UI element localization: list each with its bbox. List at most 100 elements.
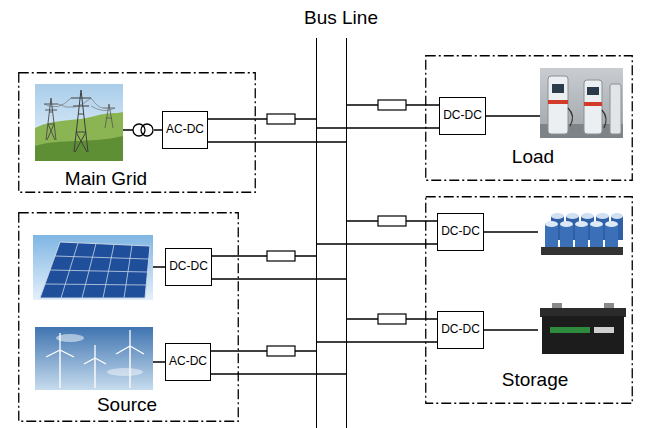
group-box: Source DC-DC AC-DC xyxy=(18,212,239,422)
supercapacitor-picture-part xyxy=(611,213,623,219)
charging-station-picture-part xyxy=(584,102,602,106)
wind-turbine-picture xyxy=(35,327,153,390)
converter-box: DC-DC xyxy=(437,311,484,349)
supercapacitor-picture-part xyxy=(560,224,573,248)
charging-station-picture-part xyxy=(610,84,621,134)
converter-box: AC-DC xyxy=(165,343,211,381)
bus-connection xyxy=(208,118,316,120)
solar-panel-picture-part xyxy=(45,243,149,298)
solar-panel-picture-part xyxy=(33,235,153,300)
charging-station-picture xyxy=(540,68,623,138)
group-box: Load DC-DC xyxy=(425,55,633,181)
bus-wire xyxy=(317,127,439,129)
group-box: Main Grid AC-DC xyxy=(18,72,256,193)
bus-wire xyxy=(212,278,346,280)
converter-label: AC-DC xyxy=(166,123,204,137)
supercapacitor-picture-part xyxy=(575,224,588,248)
transmission-tower-picture xyxy=(35,84,123,161)
supercapacitor-picture-part xyxy=(590,221,603,227)
device-wire xyxy=(484,231,538,233)
supercapacitor-picture-part xyxy=(596,213,609,219)
bus-wire xyxy=(208,141,346,143)
bus-connection xyxy=(212,255,316,257)
transformer-symbol xyxy=(123,124,153,136)
group-outline-line xyxy=(19,213,239,422)
converter-label: DC-DC xyxy=(441,323,480,337)
group-label: Main Grid xyxy=(65,168,147,190)
solar-panel-picture xyxy=(33,235,153,300)
supercapacitor-picture-part xyxy=(545,224,558,248)
bus-connection xyxy=(211,350,316,352)
transformer-symbol-part xyxy=(123,129,133,131)
charging-station-picture-part xyxy=(584,80,602,134)
device-wire xyxy=(153,266,165,268)
device-wire xyxy=(484,329,538,331)
supercapacitor-picture xyxy=(541,213,623,255)
group-outline-line xyxy=(426,56,633,181)
battery-picture-part xyxy=(550,327,590,333)
bus-wire xyxy=(317,341,437,343)
converter-box: DC-DC xyxy=(165,248,212,286)
resistor-symbol xyxy=(267,114,295,124)
charging-station-picture-part xyxy=(548,76,568,134)
charging-station-picture-part xyxy=(587,87,599,95)
transmission-tower-picture-part xyxy=(103,104,115,128)
supercapacitor-picture-part xyxy=(581,213,594,219)
device-wire xyxy=(153,361,165,363)
group-label: Storage xyxy=(502,369,569,391)
supercapacitor-picture-part xyxy=(551,213,564,219)
converter-label: DC-DC xyxy=(169,260,208,274)
device-wire xyxy=(154,129,162,131)
converter-label: DC-DC xyxy=(443,109,482,123)
supercapacitor-picture-part xyxy=(545,221,558,227)
connector-group xyxy=(208,105,439,351)
supercapacitor-picture-part xyxy=(541,247,623,255)
transformer-symbol-part xyxy=(141,124,153,136)
group-label: Source xyxy=(97,394,157,416)
solar-panel-picture-part xyxy=(40,242,150,298)
supercapacitor-picture-part xyxy=(605,224,618,248)
wind-turbine-picture-part xyxy=(35,327,153,390)
bus-line: Bus Line xyxy=(316,38,347,428)
wind-turbine-picture-part xyxy=(107,368,143,376)
resistor-symbol xyxy=(378,314,406,324)
bus-label: Bus Line xyxy=(304,7,378,29)
converter-box: AC-DC xyxy=(162,111,208,149)
group-outline xyxy=(18,212,239,422)
group-outline-line xyxy=(426,197,633,404)
supercapacitor-picture-part xyxy=(560,221,573,227)
resistor-symbol xyxy=(267,251,295,261)
converter-label: AC-DC xyxy=(169,355,207,369)
converter-box: DC-DC xyxy=(439,97,486,135)
group-outline-line xyxy=(19,73,256,193)
battery-picture-part xyxy=(542,316,624,354)
resistor-symbol xyxy=(378,100,406,110)
resistor-group xyxy=(267,100,406,356)
battery-picture xyxy=(540,303,626,354)
transmission-tower-picture-part xyxy=(35,84,123,161)
charging-station-picture-part xyxy=(568,108,606,128)
wind-turbine-picture-part xyxy=(46,330,144,364)
charging-station-picture-part xyxy=(540,68,623,138)
supercapacitor-picture-part xyxy=(590,224,603,248)
battery-picture-part xyxy=(594,327,614,333)
transmission-tower-picture-part xyxy=(44,98,58,140)
charging-station-picture-part xyxy=(548,100,568,104)
transmission-tower-picture-part xyxy=(35,136,123,161)
bus-wire xyxy=(317,243,437,245)
group-label: Load xyxy=(512,146,554,168)
supercapacitor-picture-part xyxy=(575,221,588,227)
resistor-symbol xyxy=(378,216,406,226)
supercapacitor-picture-part xyxy=(566,213,579,219)
supercapacitor-picture-part xyxy=(605,221,618,227)
converter-box: DC-DC xyxy=(437,213,484,251)
device-wire xyxy=(486,115,540,117)
battery-picture-part xyxy=(540,308,626,317)
resistor-symbol xyxy=(267,346,295,356)
charging-station-picture-part xyxy=(552,84,564,93)
converter-label: DC-DC xyxy=(441,225,480,239)
bus-wire xyxy=(211,373,346,375)
transmission-tower-picture-part xyxy=(44,98,115,111)
